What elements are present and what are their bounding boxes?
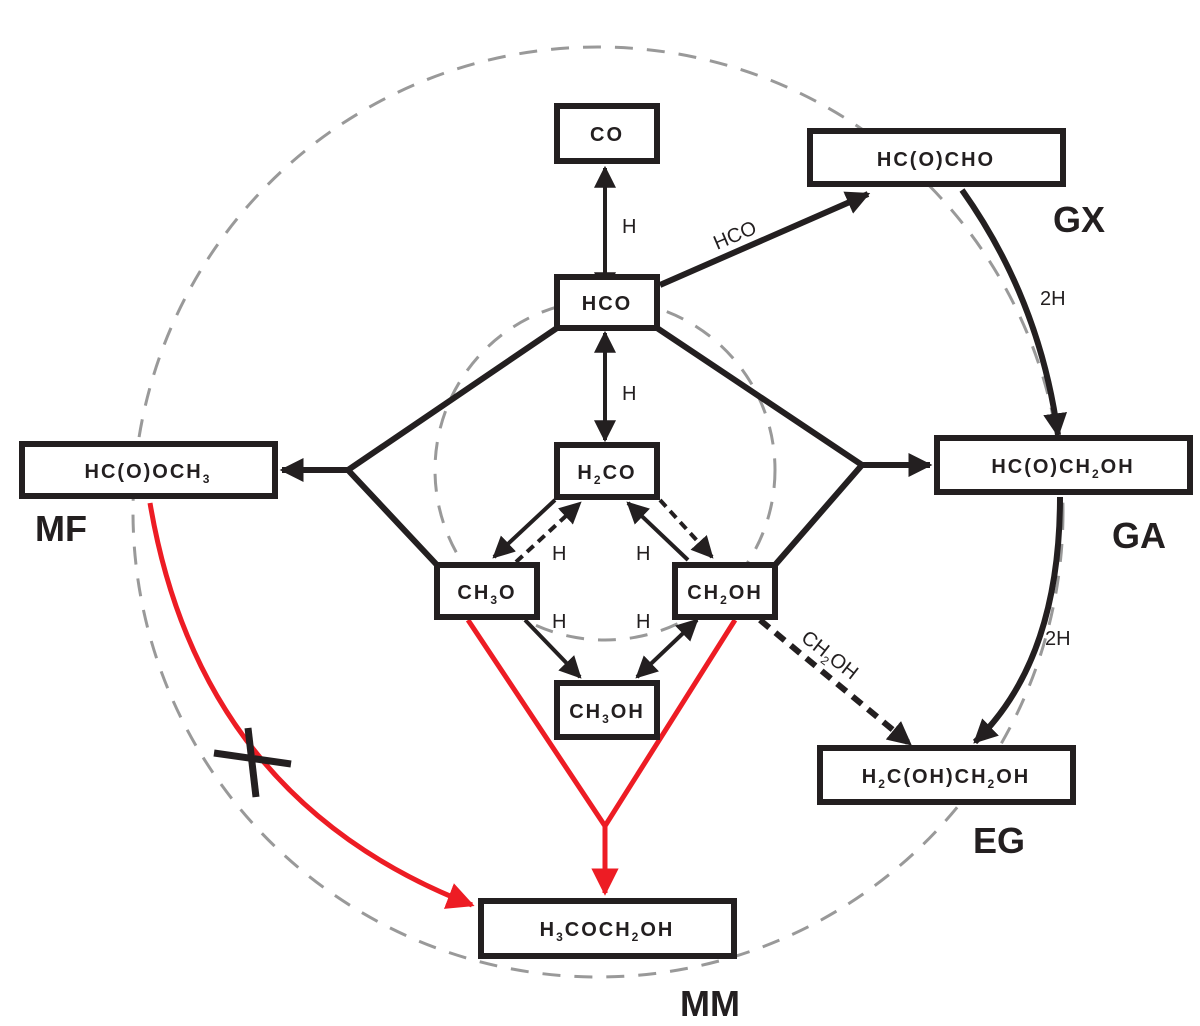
abbr-eg: EG	[973, 820, 1025, 861]
node-h2co: H2CO	[554, 442, 660, 500]
abbr-gx: GX	[1053, 199, 1105, 240]
node-co: CO	[554, 103, 660, 164]
edge-label-h2co-ch3o: H	[552, 543, 566, 565]
arrow-gx-ga	[959, 188, 1068, 438]
node-mf-label: HC(O)OCH3	[85, 461, 212, 486]
branch-hco-ch2oh	[655, 325, 867, 567]
red-arrow-mf-mm-blocked	[147, 502, 475, 909]
arrow-ch3o-ch3oh	[523, 618, 582, 679]
node-mm-label: H3COCH2OH	[540, 919, 675, 944]
node-co-label: CO	[590, 124, 624, 146]
node-eg-label: H2C(OH)CH2OH	[862, 766, 1030, 791]
blocked-x-icon	[213, 727, 292, 798]
node-ch3oh: CH3OH	[554, 680, 660, 740]
node-ch3o: CH3O	[434, 562, 540, 620]
edge-label-h2co-ch2oh: H	[636, 543, 650, 565]
node-mm: H3COCH2OH MM	[478, 898, 740, 1024]
arrow-hco-gx	[658, 191, 871, 288]
abbr-ga: GA	[1112, 515, 1166, 556]
abbr-mm: MM	[680, 983, 740, 1024]
edge-label-gx-ga: 2H	[1040, 288, 1066, 310]
node-ch2oh: CH2OH	[672, 562, 778, 620]
arrow-ch2oh-ch3oh	[635, 618, 699, 679]
edge-label-ch2oh-ch3oh: H	[636, 611, 650, 633]
arrow-h2co-ch3o	[492, 498, 557, 559]
edge-label-ga-eg: 2H	[1045, 628, 1071, 650]
edge-label-ch3o-ch3oh: H	[552, 611, 566, 633]
dashed-arrow-ch3o-h2co	[514, 501, 582, 564]
dashed-arrow-ch2oh-eg	[758, 617, 912, 747]
arrow-ch2oh-h2co	[626, 501, 690, 562]
edge-label-hco-h2co: H	[622, 383, 636, 405]
node-hco-label: HCO	[582, 293, 632, 315]
node-mf: HC(O)OCH3 MF	[19, 441, 278, 549]
edge-label-co-hco: H	[622, 216, 636, 238]
arrow-ga-eg	[972, 496, 1063, 745]
node-h2co-label: H2CO	[577, 462, 636, 487]
dashed-arrow-h2co-ch2oh	[658, 498, 714, 559]
node-gx-label: HC(O)CHO	[877, 149, 995, 171]
node-ga: HC(O)CH2OH GA	[934, 435, 1193, 556]
abbr-mf: MF	[35, 508, 87, 549]
node-ch3oh-label: CH3OH	[569, 701, 645, 726]
node-gx: HC(O)CHO GX	[807, 128, 1105, 240]
node-ch3o-label: CH3O	[457, 582, 516, 607]
node-ga-label: HC(O)CH2OH	[991, 456, 1134, 481]
node-hco: HCO	[554, 274, 660, 331]
node-ch2oh-label: CH2OH	[687, 582, 763, 607]
node-eg: H2C(OH)CH2OH EG	[817, 745, 1076, 861]
outer-guide-circle	[131, 45, 1065, 979]
